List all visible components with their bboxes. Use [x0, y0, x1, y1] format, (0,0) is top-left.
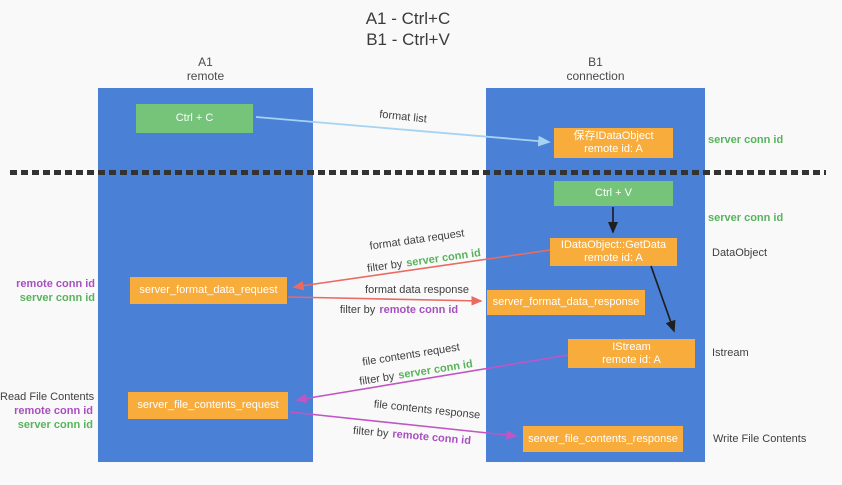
remote-conn-id-text: remote conn id — [391, 428, 472, 448]
machine-separator-dashed-line — [10, 170, 826, 175]
annotation-remote-conn-id: remote conn id — [16, 278, 95, 290]
label-format-data-request: format data request — [368, 227, 466, 253]
node-server-file-contents-request: server_file_contents_request — [128, 392, 288, 419]
annotation-left-lower: Read File Contents remote conn id server… — [0, 390, 95, 432]
annotation-istream: Istream — [712, 347, 749, 359]
node-idataobject-getdata: IDataObject::GetData remote id: A — [550, 238, 677, 266]
lane-header-a1: A1 remote — [98, 55, 313, 83]
title-line-1: A1 - Ctrl+C — [365, 9, 451, 28]
node-istream: IStream remote id: A — [568, 339, 695, 368]
label-format-list: format list — [378, 108, 428, 126]
lane-a1-name: A1 — [198, 55, 213, 69]
node-getdata-line1: IDataObject::GetData — [560, 239, 667, 251]
filter-by-text: filter by — [339, 304, 376, 316]
server-conn-id-text: server conn id — [397, 358, 474, 382]
node-server-format-data-request: server_format_data_request — [130, 277, 287, 304]
annotation-server-conn-id-top: server conn id — [708, 134, 784, 146]
annotation-remote-conn-id: remote conn id — [14, 405, 93, 417]
lane-header-b1: B1 connection — [486, 55, 705, 83]
annotation-server-conn-id: server conn id — [19, 292, 95, 304]
annotation-dataobject: DataObject — [712, 247, 768, 259]
filter-by-text: filter by — [352, 424, 389, 440]
node-ctrl-v: Ctrl + V — [554, 181, 673, 206]
node-getdata-line2: remote id: A — [584, 252, 643, 264]
node-server-format-data-response: server_format_data_response — [487, 290, 645, 315]
filter-by-text: filter by — [366, 258, 404, 275]
lane-b1-role: connection — [566, 69, 625, 83]
node-save-idataobject: 保存IDataObject remote id: A — [554, 128, 673, 158]
annotation-server-conn-id-mid: server conn id — [708, 212, 784, 224]
node-save-idataobject-line2: remote id: A — [584, 143, 643, 155]
annotation-server-conn-id: server conn id — [17, 419, 93, 431]
diagram-title: A1 - Ctrl+C B1 - Ctrl+V — [292, 8, 524, 50]
node-istream-line1: IStream — [612, 340, 651, 353]
node-istream-line2: remote id: A — [602, 353, 661, 366]
annotation-read-file-contents: Read File Contents — [0, 391, 95, 403]
filter-by-text: filter by — [358, 370, 396, 388]
label-file-contents-response: file contents response — [373, 398, 481, 422]
remote-conn-id-text: remote conn id — [379, 304, 459, 316]
annotation-left-upper: remote conn id server conn id — [0, 277, 95, 305]
label-format-data-response: format data response — [365, 284, 469, 296]
title-line-2: B1 - Ctrl+V — [366, 30, 450, 49]
server-conn-id-text: server conn id — [405, 247, 482, 270]
node-ctrl-c: Ctrl + C — [136, 104, 253, 133]
lane-a1-role: remote — [186, 69, 225, 83]
annotation-write-file-contents: Write File Contents — [713, 433, 807, 445]
arrow-format-data-response — [287, 296, 483, 306]
node-server-file-contents-response: server_file_contents_response — [523, 426, 683, 452]
lane-b1-name: B1 — [588, 55, 603, 69]
node-save-idataobject-line1: 保存IDataObject — [573, 130, 654, 142]
